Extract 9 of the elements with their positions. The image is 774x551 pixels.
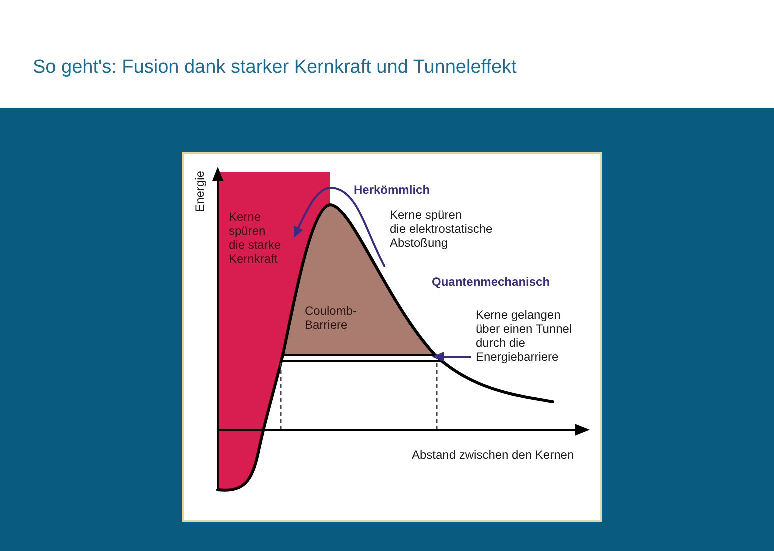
arrow-label: Quantenmechanisch <box>432 275 550 289</box>
region-label: Coulomb-Barriere <box>305 304 358 332</box>
annotation-text: Kerne gelangen über einen Tunnel durch die Energiebarriere <box>476 308 572 364</box>
axis-label: Abstand zwischen den Kernen <box>412 448 574 462</box>
axis-label: Energie <box>193 171 207 212</box>
region-label: Kerne spüren die starke Kernkraft <box>229 210 282 266</box>
arrow-label: Herkömmlich <box>354 183 430 197</box>
slide-title: So geht's: Fusion dank starker Kernkraft und Tunneleffekt <box>33 56 517 80</box>
annotation-text: Kerne spüren die elektrostatische Abstoßung <box>390 208 493 250</box>
